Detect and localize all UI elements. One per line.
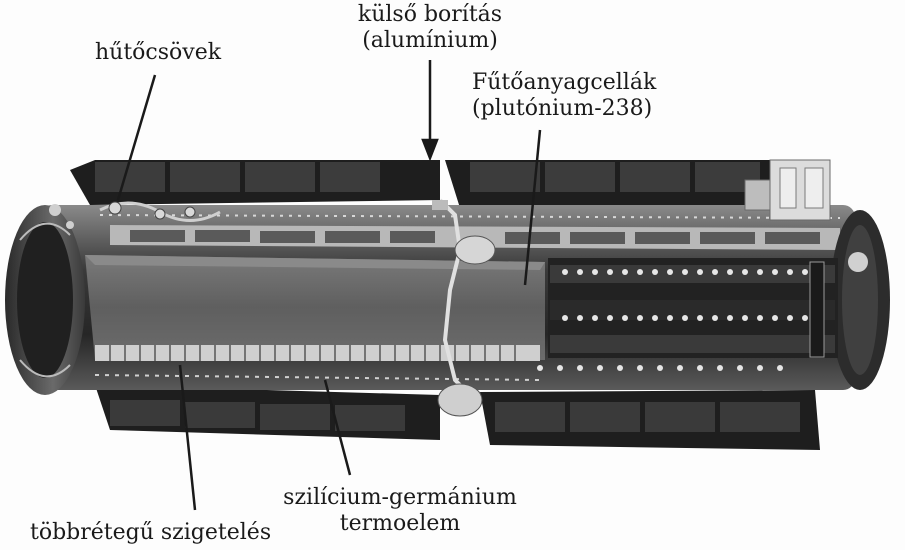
left-end-cap — [5, 204, 85, 395]
upper-radiator-fins — [70, 160, 815, 215]
thermocouple-label: szilícium-germánium termoelem — [265, 485, 535, 537]
outer-casing-label: külső borítás (alumínium) — [340, 2, 520, 54]
thermocouple-leader — [323, 379, 352, 476]
outer-casing-arrowhead — [421, 138, 439, 162]
cooling-tubes-label: hűtőcsövek — [95, 40, 222, 65]
fuel-cells-label: Fűtőanyagcellák (plutónium-238) — [472, 70, 656, 122]
cooling-tubes — [99, 201, 221, 222]
leader-lines — [116, 60, 542, 511]
heat-source-core — [85, 255, 545, 360]
right-end-cap — [830, 210, 890, 390]
electrical-connector — [744, 159, 831, 221]
insulation-leader — [178, 364, 197, 511]
outer-casing-label-line2: (alumínium) — [362, 28, 498, 53]
thermocouple-label-line1: szilícium-germánium — [283, 485, 517, 510]
mid-support-bracket — [432, 198, 496, 417]
fuel-cells-label-line2: (plutónium-238) — [472, 96, 653, 121]
thermocouple-label-line2: termoelem — [339, 511, 461, 536]
fuel-cells-label-line1: Fűtőanyagcellák — [472, 70, 657, 95]
cooling-tubes-leader — [116, 74, 157, 201]
fuel-cells-leader — [523, 129, 542, 286]
lower-radiator-fins — [95, 385, 820, 450]
fuel-cell-section — [537, 258, 838, 371]
insulation-label: többrétegű szigetelés — [30, 520, 272, 545]
outer-casing-label-line1: külső borítás — [357, 2, 503, 27]
thermocouple-row — [94, 345, 541, 381]
